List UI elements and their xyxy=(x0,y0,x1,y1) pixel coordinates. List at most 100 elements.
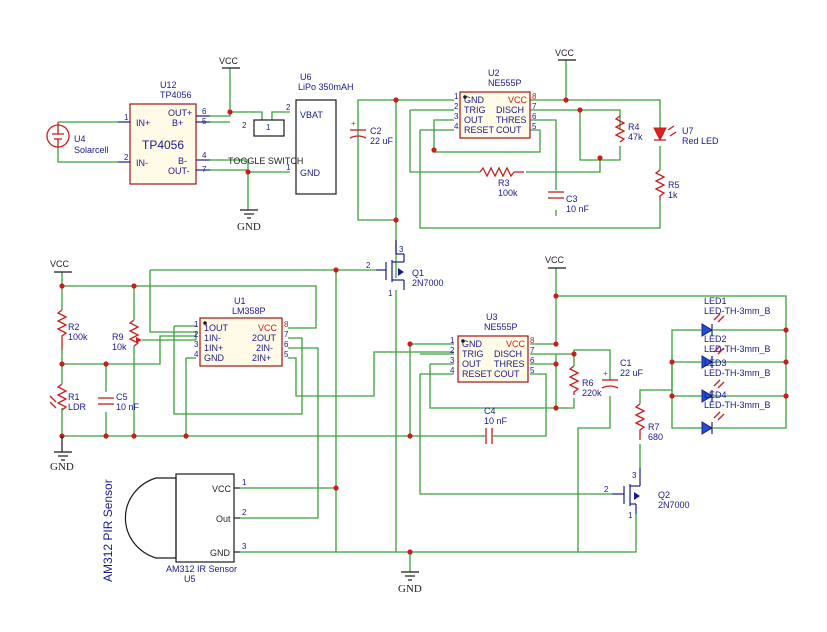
pir-sensor-u5: VCC Out GND 1 2 3 AM312 IR Sensor U5 AM3… xyxy=(101,473,247,584)
svg-text:GND: GND xyxy=(50,461,74,473)
svg-text:R7: R7 xyxy=(648,422,660,432)
svg-text:THRES: THRES xyxy=(496,115,527,125)
svg-text:3: 3 xyxy=(399,245,404,254)
svg-text:6: 6 xyxy=(284,340,289,349)
svg-text:2N7000: 2N7000 xyxy=(658,500,690,510)
red-led-u7: U7 Red LED xyxy=(653,125,719,146)
svg-text:DISCH: DISCH xyxy=(494,349,522,359)
svg-text:U5: U5 xyxy=(184,574,196,584)
svg-text:7: 7 xyxy=(530,346,535,355)
svg-text:OUT: OUT xyxy=(462,359,482,369)
svg-text:TOGGLE SWITCH: TOGGLE SWITCH xyxy=(228,156,303,166)
svg-text:100k: 100k xyxy=(68,332,88,342)
svg-text:DISCH: DISCH xyxy=(496,105,524,115)
capacitor-c3: C3 10 nF xyxy=(548,191,590,214)
svg-text:4: 4 xyxy=(454,122,459,131)
svg-text:2: 2 xyxy=(286,103,291,112)
svg-text:GND: GND xyxy=(398,583,422,595)
svg-text:1: 1 xyxy=(242,478,247,487)
svg-text:1: 1 xyxy=(454,92,459,101)
svg-text:R3: R3 xyxy=(498,178,510,188)
svg-text:R9: R9 xyxy=(112,332,124,342)
svg-text:U4: U4 xyxy=(74,134,86,144)
gnd-symbol-1: GND xyxy=(237,209,261,233)
svg-text:1: 1 xyxy=(628,511,633,520)
svg-text:3: 3 xyxy=(632,471,637,480)
svg-text:2N7000: 2N7000 xyxy=(412,278,444,288)
svg-text:VCC: VCC xyxy=(212,484,232,494)
svg-text:2: 2 xyxy=(124,153,129,162)
svg-text:10 nF: 10 nF xyxy=(116,402,140,412)
svg-text:GND: GND xyxy=(204,353,225,363)
svg-text:OUT+: OUT+ xyxy=(168,108,192,118)
svg-text:GND: GND xyxy=(462,339,483,349)
svg-text:AM312 IR Sensor: AM312 IR Sensor xyxy=(166,564,237,574)
svg-text:VCC: VCC xyxy=(555,48,575,58)
svg-text:10k: 10k xyxy=(112,342,127,352)
svg-text:2: 2 xyxy=(604,485,609,494)
toggle-switch: 2 1 TOGGLE SWITCH xyxy=(228,119,303,166)
svg-text:LED-TH-3mm_B: LED-TH-3mm_B xyxy=(704,400,771,410)
svg-text:Q2: Q2 xyxy=(658,490,670,500)
tp4056-u12: U12 TP4056 TP4056 IN+ IN- OUT+ B+ B- OUT… xyxy=(118,80,210,185)
svg-text:3: 3 xyxy=(242,542,247,551)
vcc-symbol-3: VCC xyxy=(50,259,72,273)
svg-text:C2: C2 xyxy=(370,126,382,136)
svg-text:10 nF: 10 nF xyxy=(566,204,590,214)
svg-text:4: 4 xyxy=(194,350,199,359)
svg-text:LiPo 350mAH: LiPo 350mAH xyxy=(298,82,354,92)
svg-text:RESET: RESET xyxy=(462,369,493,379)
svg-text:C5: C5 xyxy=(116,392,128,402)
svg-text:GND: GND xyxy=(210,548,231,558)
svg-text:COUT: COUT xyxy=(496,125,522,135)
svg-text:2: 2 xyxy=(194,330,199,339)
svg-text:LED-TH-3mm_B: LED-TH-3mm_B xyxy=(704,344,771,354)
svg-text:680: 680 xyxy=(648,432,663,442)
svg-text:U2: U2 xyxy=(488,68,500,78)
svg-text:LDR: LDR xyxy=(68,402,87,412)
svg-text:U7: U7 xyxy=(682,126,694,136)
svg-text:1: 1 xyxy=(450,336,455,345)
vcc-symbol-1: VCC xyxy=(219,56,240,69)
svg-text:VBAT: VBAT xyxy=(300,110,323,120)
svg-text:5: 5 xyxy=(530,366,535,375)
svg-text:RESET: RESET xyxy=(464,125,495,135)
svg-text:VCC: VCC xyxy=(50,259,70,269)
svg-text:R5: R5 xyxy=(668,180,680,190)
svg-text:TP4056: TP4056 xyxy=(142,138,184,152)
svg-text:IN-: IN- xyxy=(136,158,148,168)
mosfet-q2: 2 3 1 Q2 2N7000 xyxy=(604,468,690,520)
svg-text:GND: GND xyxy=(237,221,261,233)
svg-text:LM358P: LM358P xyxy=(232,306,266,316)
led-3: LED3 LED-TH-3mm_B xyxy=(690,358,771,403)
led-4: LED4 LED-TH-3mm_B xyxy=(690,390,771,435)
svg-text:COUT: COUT xyxy=(494,369,520,379)
capacitor-c4: C4 10 nF xyxy=(470,406,510,444)
svg-text:2: 2 xyxy=(366,261,371,270)
svg-text:7: 7 xyxy=(202,165,207,174)
svg-text:THRES: THRES xyxy=(494,359,525,369)
svg-text:2IN+: 2IN+ xyxy=(252,353,271,363)
ne555-u3: U3 NE555P GND TRIG OUT RESET VCC DISCH T… xyxy=(450,312,535,383)
svg-text:3: 3 xyxy=(194,340,199,349)
svg-text:OUT-: OUT- xyxy=(168,166,190,176)
svg-text:Solarcell: Solarcell xyxy=(74,145,109,155)
resistor-r2: R2 100k xyxy=(56,309,88,350)
capacitor-c1: + C1 22 uF xyxy=(601,358,644,389)
resistor-r7: R7 680 xyxy=(634,403,663,442)
svg-text:2IN-: 2IN- xyxy=(256,343,273,353)
svg-text:2: 2 xyxy=(450,346,455,355)
svg-text:VCC: VCC xyxy=(545,255,565,265)
svg-text:Q1: Q1 xyxy=(412,268,424,278)
svg-text:B-: B- xyxy=(178,156,187,166)
vcc-symbol-2: VCC xyxy=(555,48,576,61)
svg-text:B+: B+ xyxy=(172,118,183,128)
gnd-symbol-2: GND xyxy=(50,436,74,473)
svg-text:R4: R4 xyxy=(628,122,640,132)
svg-text:8: 8 xyxy=(532,92,537,101)
svg-text:NE555P: NE555P xyxy=(488,78,522,88)
lm358-u1: U1 LM358P 1OUT 1IN- 1IN+ GND VCC 2OUT 2I… xyxy=(194,296,289,367)
svg-text:1OUT: 1OUT xyxy=(204,323,229,333)
